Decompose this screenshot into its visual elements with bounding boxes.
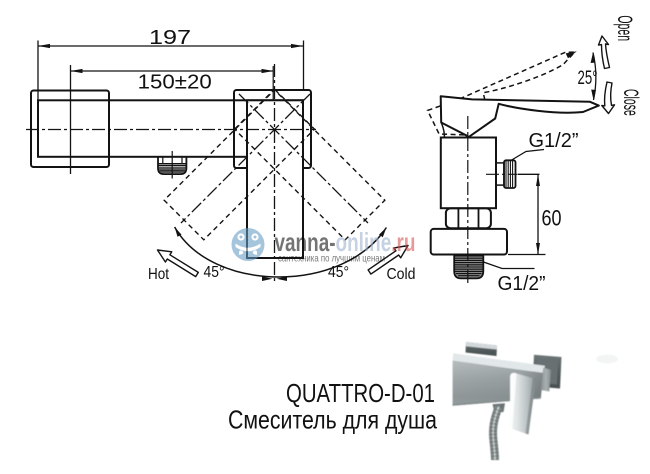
svg-text:vanna-online.ru: vanna-online.ru — [275, 227, 416, 257]
svg-text:150±20: 150±20 — [138, 72, 212, 94]
svg-text:G1/2”: G1/2” — [529, 130, 579, 152]
svg-text:Смеситель для душа: Смеситель для душа — [228, 405, 437, 435]
svg-text:Close: Close — [619, 89, 643, 116]
svg-text:сантехника по лучшим ценам: сантехника по лучшим ценам — [278, 253, 385, 265]
svg-text:45°: 45° — [328, 264, 349, 281]
svg-text:QUATTRO-D-01: QUATTRO-D-01 — [286, 378, 435, 408]
svg-text:25°: 25° — [578, 68, 598, 89]
svg-text:Cold: Cold — [387, 266, 416, 283]
svg-text:197: 197 — [149, 27, 191, 49]
svg-text:G1/2”: G1/2” — [498, 273, 546, 295]
svg-text:Open: Open — [613, 15, 637, 41]
svg-text:45°: 45° — [204, 264, 225, 281]
svg-text:60: 60 — [542, 206, 562, 231]
svg-text:Hot: Hot — [148, 266, 169, 283]
